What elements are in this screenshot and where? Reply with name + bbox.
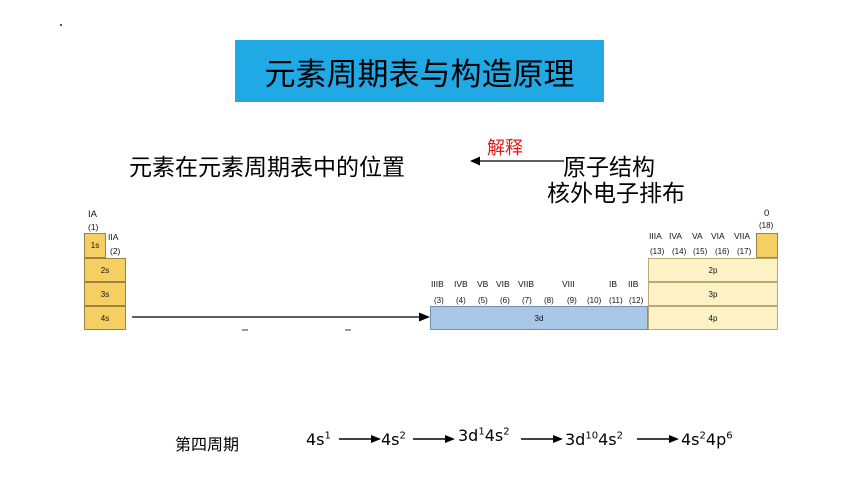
group-iib: IIB <box>628 279 639 289</box>
seq-arrow-2 <box>413 435 455 443</box>
group-15: (15) <box>693 247 708 256</box>
orbital: 3d <box>565 430 586 449</box>
group-vib: VIB <box>496 279 510 289</box>
group-3: (3) <box>434 296 444 305</box>
cell-2p: 2p <box>648 258 778 282</box>
group-5: (5) <box>478 296 488 305</box>
structure-text: 原子结构 <box>563 155 655 181</box>
group-iva: IVA <box>669 231 683 241</box>
group-16: (16) <box>715 247 730 256</box>
electron-count: 1 <box>324 430 331 442</box>
cell-1s-helium <box>756 233 778 258</box>
electron-count: 10 <box>585 430 599 442</box>
electron-count: 6 <box>726 430 733 442</box>
period-arrow <box>132 312 430 322</box>
group-viib: VIIB <box>518 279 535 289</box>
orbital: 4s <box>681 430 700 449</box>
group-vb: VB <box>477 279 489 289</box>
p-group-labels: IIIA IVA VA VIA VIIA <box>649 231 759 243</box>
group-8: (8) <box>544 296 554 305</box>
page-title: 元素周期表与构造原理 <box>235 40 604 102</box>
group-18-number: (18) <box>759 221 774 230</box>
cell-4p: 4p <box>648 306 778 330</box>
group-17: (17) <box>737 247 752 256</box>
config-step-5: 4s24p6 <box>681 430 733 449</box>
group-4: (4) <box>456 296 466 305</box>
group-0-label: 0 <box>764 208 770 219</box>
orbital: 3d <box>458 426 479 445</box>
corner-dot <box>60 24 62 26</box>
group-ib: IB <box>609 279 618 289</box>
cell-3d: 3d <box>430 306 648 330</box>
electron-count: 2 <box>399 430 406 442</box>
group-via: VIA <box>711 231 725 241</box>
config-step-3: 3d14s2 <box>458 426 510 445</box>
group-6: (6) <box>500 296 510 305</box>
orbital: 4p <box>705 430 727 449</box>
electron-count: 2 <box>503 426 510 438</box>
group-7: (7) <box>522 296 532 305</box>
group-ivb: IVB <box>454 279 468 289</box>
orbital: 4s <box>484 426 504 445</box>
electron-count: 2 <box>616 430 623 442</box>
table-smudge <box>242 329 248 331</box>
p-group-numbers: (13) (14) (15) (16) (17) <box>649 247 759 259</box>
group-9: (9) <box>567 296 577 305</box>
group-11: (11) <box>609 296 623 305</box>
orbital: 4s <box>598 430 617 449</box>
config-step-1: 4s1 <box>306 430 331 449</box>
electron-count: 1 <box>478 426 485 438</box>
group-12: (12) <box>629 296 644 305</box>
group-ia-label: IA <box>88 209 97 220</box>
cell-3s: 3s <box>84 282 126 306</box>
cell-2s: 2s <box>84 258 126 282</box>
group-iiia: IIIA <box>649 231 662 241</box>
seq-arrow-1 <box>339 435 381 443</box>
group-iia-number: (2) <box>110 246 121 256</box>
orbital: 4s <box>306 430 325 449</box>
seq-arrow-3 <box>521 435 563 443</box>
explain-arrow <box>470 156 564 166</box>
group-iia-label: IIA <box>108 232 119 242</box>
cell-3p: 3p <box>648 282 778 306</box>
configuration-text: 核外电子排布 <box>547 181 685 207</box>
group-viii: VIII <box>562 279 575 289</box>
electron-count: 2 <box>699 430 706 442</box>
orbital: 4s <box>381 430 400 449</box>
group-iiib: IIIB <box>431 279 444 289</box>
group-14: (14) <box>672 247 687 256</box>
group-ia-number: (1) <box>88 222 99 232</box>
config-step-2: 4s2 <box>381 430 406 449</box>
position-text: 元素在元素周期表中的位置 <box>129 155 405 181</box>
d-group-labels: IIIB IVB VB VIB VIIB VIII IB IIB <box>431 279 646 291</box>
d-group-numbers: (3) (4) (5) (6) (7) (8) (9) (10) (11) (1… <box>431 296 646 308</box>
config-step-4: 3d104s2 <box>565 430 623 449</box>
group-viia: VIIA <box>734 231 751 241</box>
cell-1s: 1s <box>84 233 106 258</box>
group-13: (13) <box>650 247 665 256</box>
cell-4s: 4s <box>84 306 126 330</box>
seq-arrow-4 <box>637 435 679 443</box>
table-smudge <box>345 329 351 331</box>
group-va: VA <box>692 231 703 241</box>
period-label: 第四周期 <box>175 435 240 454</box>
group-10: (10) <box>587 296 602 305</box>
arrow-label: 解释 <box>487 138 523 159</box>
